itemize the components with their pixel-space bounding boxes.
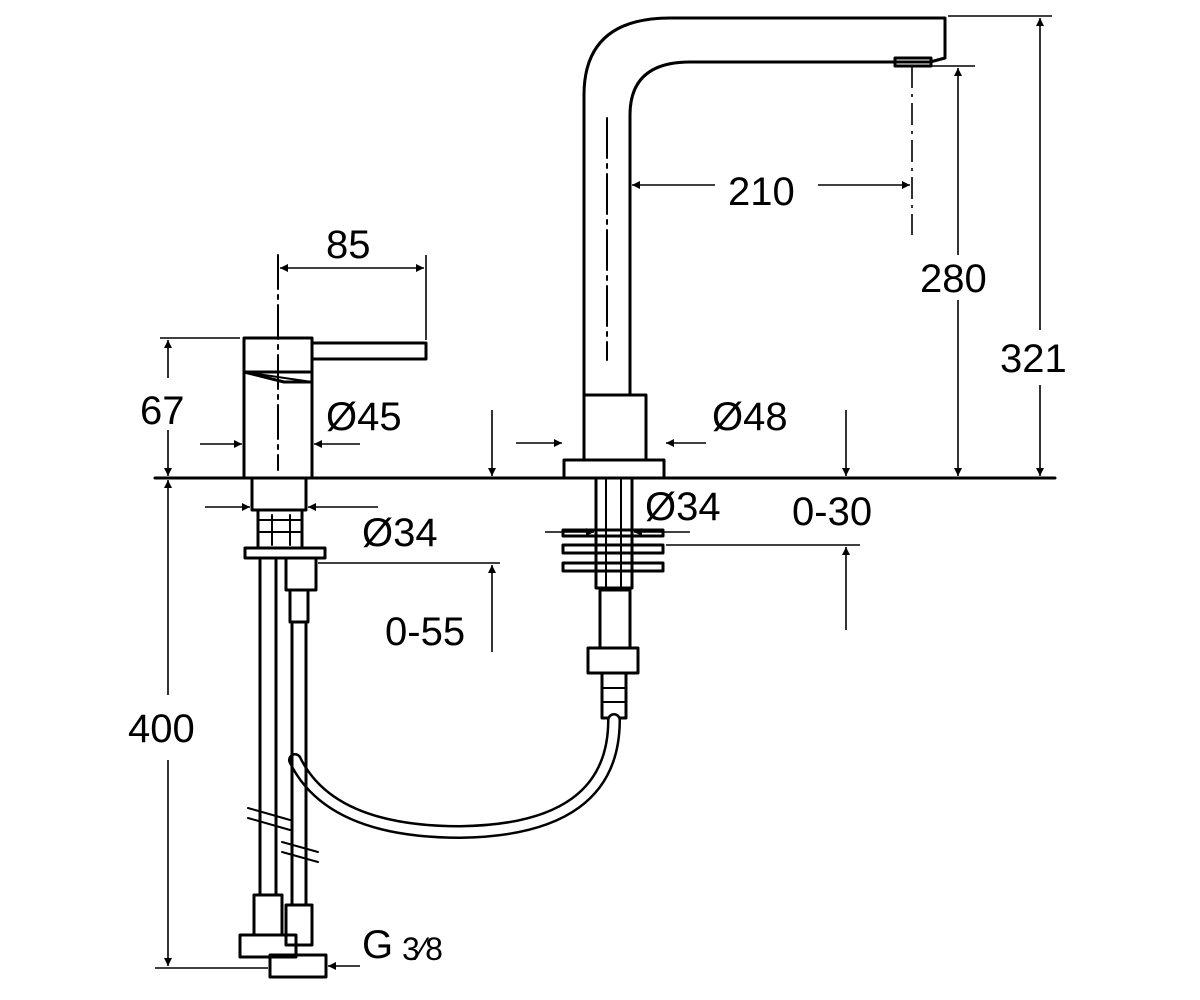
label-spout-shank: Ø34 — [645, 485, 721, 529]
label-mixer-diameter: Ø45 — [326, 395, 402, 439]
mixer-body — [238, 254, 428, 979]
label-spout-reach: 210 — [728, 170, 795, 214]
label-spout-diameter: Ø48 — [712, 395, 788, 439]
label-thread-size: 3⁄8 — [402, 931, 443, 967]
label-total-height: 321 — [1000, 337, 1067, 381]
label-lever-length: 85 — [326, 223, 371, 267]
label-mixer-height: 67 — [140, 389, 185, 433]
dimension-lines — [155, 15, 1052, 970]
label-mixer-shank: Ø34 — [362, 511, 438, 555]
label-deck-range-mixer: 0-55 — [385, 610, 465, 654]
label-deck-range-spout: 0-30 — [792, 490, 872, 534]
connecting-hose — [288, 713, 621, 840]
spout-body — [561, 16, 947, 720]
label-thread: G — [362, 923, 393, 967]
label-outlet-height: 280 — [920, 257, 987, 301]
label-hose-length: 400 — [128, 707, 195, 751]
